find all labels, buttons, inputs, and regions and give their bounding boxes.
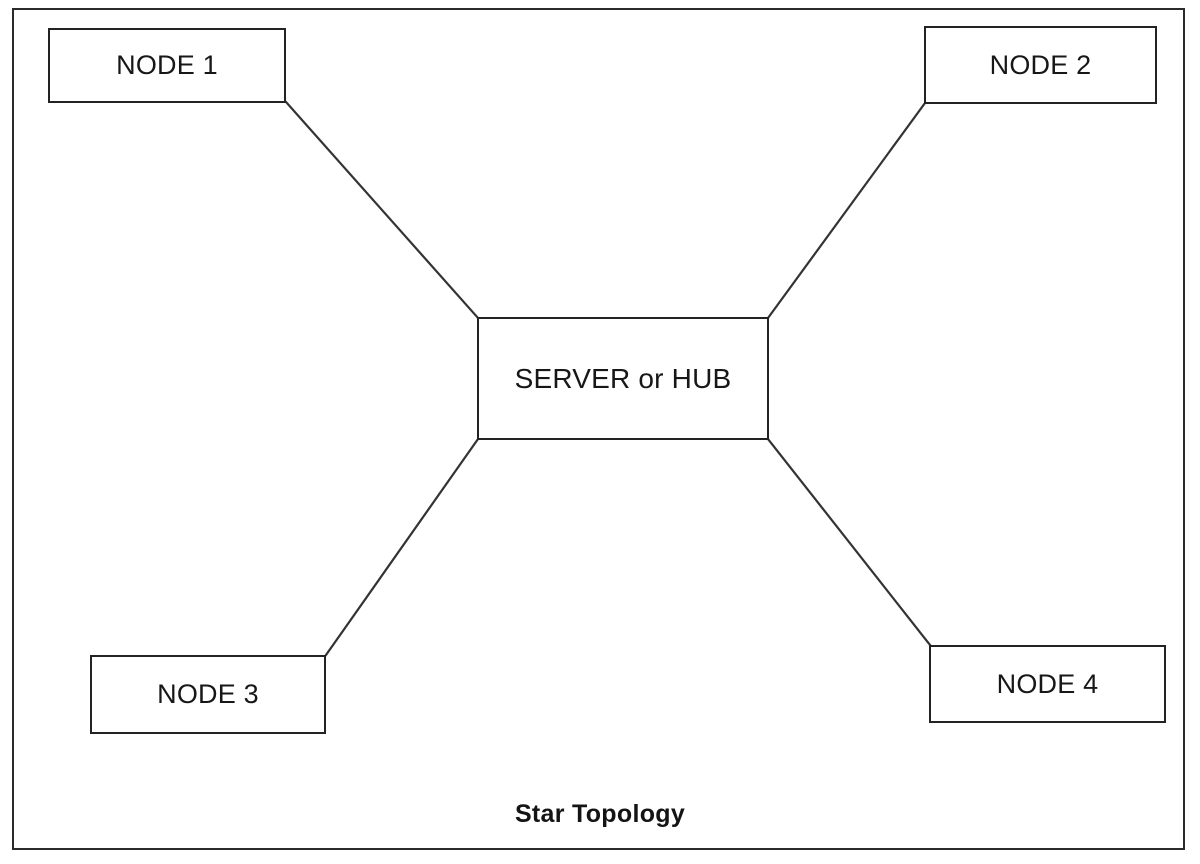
diagram-caption: Star Topology xyxy=(514,800,686,828)
node-box-node-2[interactable]: NODE 2 xyxy=(924,26,1157,104)
node-label-server-hub: SERVER or HUB xyxy=(514,362,732,394)
node-box-node-3[interactable]: NODE 3 xyxy=(90,655,326,734)
node-label-node-1: NODE 1 xyxy=(116,50,218,80)
node-box-server-hub[interactable]: SERVER or HUB xyxy=(477,317,769,440)
node-label-node-2: NODE 2 xyxy=(989,49,1092,80)
node-label-node-3: NODE 3 xyxy=(157,679,259,709)
node-box-node-4[interactable]: NODE 4 xyxy=(929,645,1166,723)
node-label-node-4: NODE 4 xyxy=(996,668,1099,699)
node-box-node-1[interactable]: NODE 1 xyxy=(48,28,286,103)
